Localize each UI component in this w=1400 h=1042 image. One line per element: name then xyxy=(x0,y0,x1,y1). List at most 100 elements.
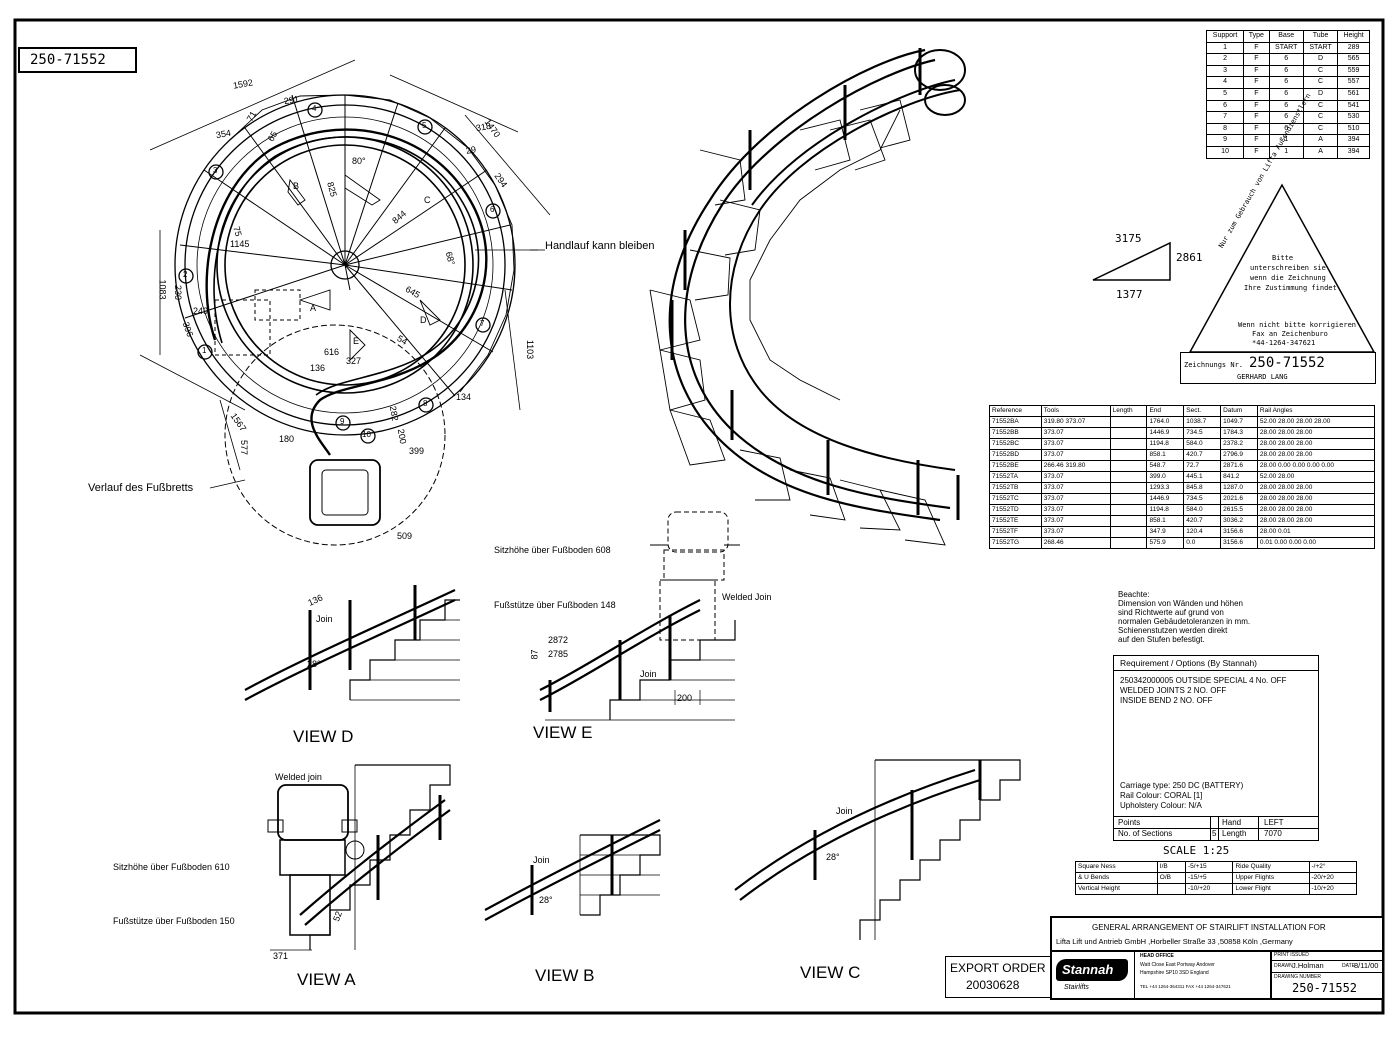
verlauf-label: Verlauf des Fußbretts xyxy=(88,482,194,494)
address-3: TEL +44 1264-364311 FAX +44 1264-347621 xyxy=(1140,984,1231,989)
handlauf-label: Handlauf kann bleiben xyxy=(545,240,655,252)
support-table-cell: 3 xyxy=(1205,64,1245,78)
rail-table-cell: 734.5 xyxy=(1183,427,1222,439)
rail-table-cell xyxy=(1109,449,1148,461)
support-table-cell: 559 xyxy=(1337,64,1370,78)
rail-table-cell: 858.1 xyxy=(1146,515,1185,527)
support-table-cell: A xyxy=(1302,145,1339,159)
support-table-cell: C xyxy=(1302,64,1339,78)
stannah-logo: Stannah xyxy=(1056,959,1128,981)
support-number-label: 6 xyxy=(490,205,495,214)
tolerance-table-cell: Square Ness xyxy=(1075,861,1158,873)
rail-table-cell: 28.00 28.00 28.00 xyxy=(1256,493,1376,505)
plan-dimension-label: 399 xyxy=(409,446,425,456)
beachte-line: auf den Stufen befestigt. xyxy=(1118,635,1205,644)
rail-table-cell: 28.00 28.00 28.00 xyxy=(1256,449,1376,461)
rail-colour: Rail Colour: CORAL [1] xyxy=(1120,791,1203,800)
rail-table-cell: 71552TG xyxy=(989,537,1042,549)
tolerance-table-cell: -20/+20 xyxy=(1308,872,1358,884)
rail-table-cell: 71552TE xyxy=(989,515,1042,527)
drawing-number-label: DRAWING NUMBER xyxy=(1274,974,1322,980)
rail-table-cell: 858.1 xyxy=(1146,449,1185,461)
rail-table-cell: 445.1 xyxy=(1183,471,1222,483)
zeichnung-box: Zeichnungs Nr. 250-71552 GERHARD LANG xyxy=(1180,352,1376,384)
tri-vertical-dim: 2861 xyxy=(1176,251,1203,264)
support-table-cell: C xyxy=(1302,111,1339,124)
rail-table-header-cell: Datum xyxy=(1220,405,1258,417)
plan-dimension-label: 1083 xyxy=(157,279,168,300)
rail-table-cell: 1764.0 xyxy=(1146,416,1185,428)
view-e-label: VIEW E xyxy=(533,723,593,742)
rail-table-cell: 2378.2 xyxy=(1220,438,1258,450)
rail-table-cell: 319.80 373.07 xyxy=(1040,416,1111,428)
rail-table-cell xyxy=(1109,504,1148,516)
support-number-label: 9 xyxy=(340,417,345,426)
rail-table-cell: 71552TA xyxy=(989,471,1042,483)
approval-korr-3: *44-1264-347621 xyxy=(1252,339,1316,347)
rail-table-cell: 347.9 xyxy=(1146,526,1185,538)
support-table-cell: F xyxy=(1243,122,1270,136)
drawing-number: 250-71552 xyxy=(30,52,106,68)
carriage-type: Carriage type: 250 DC (BATTERY) xyxy=(1120,781,1244,790)
rail-table-cell: 1038.7 xyxy=(1183,416,1222,428)
approval-korr-2: Fax an Zeichenburo xyxy=(1252,330,1328,338)
rail-table-cell: 2021.6 xyxy=(1220,493,1258,505)
upholstery-colour: Upholstery Colour: N/A xyxy=(1120,801,1202,810)
support-table-header-cell: Height xyxy=(1337,30,1370,43)
rail-table-cell: 71552TB xyxy=(989,482,1042,494)
beachte-line: normalen Gebäudetoleranzen in mm. xyxy=(1118,617,1251,626)
view-b-drawing xyxy=(484,819,661,921)
hand-label: Hand xyxy=(1222,818,1242,827)
rail-table-cell xyxy=(1109,515,1148,527)
rail-table-header-cell: End xyxy=(1146,405,1185,417)
rail-table-header-cell: Length xyxy=(1109,405,1148,417)
rail-table-cell: 373.07 xyxy=(1040,504,1111,516)
rail-table-header-cell: Rail Angles xyxy=(1256,405,1376,417)
rail-table-cell: 2871.6 xyxy=(1220,460,1258,472)
rail-table-cell: 28.00 28.00 28.00 xyxy=(1256,482,1376,494)
view-b-join: Join xyxy=(533,855,550,865)
support-table-cell: 530 xyxy=(1337,111,1370,124)
support-table-cell: D xyxy=(1302,53,1339,66)
tolerance-table-cell: Vertical Height xyxy=(1075,883,1158,895)
support-table-cell: F xyxy=(1243,87,1270,101)
rail-table-cell xyxy=(1109,427,1148,439)
support-number-label: 3 xyxy=(213,166,218,175)
support-table-cell: A xyxy=(1302,134,1339,147)
support-table-cell: 565 xyxy=(1337,53,1370,66)
rail-table-cell: 1446.9 xyxy=(1146,493,1185,505)
rail-table-cell: 2796.9 xyxy=(1220,449,1258,461)
support-table-cell: 561 xyxy=(1337,87,1370,101)
isometric-view xyxy=(649,48,966,546)
export-order-label: EXPORT ORDER xyxy=(950,961,1046,975)
plan-dimension-label: 577 xyxy=(239,439,250,456)
support-table-cell: START xyxy=(1268,41,1304,55)
rail-table-cell: 373.07 xyxy=(1040,471,1111,483)
address-1: Watt Close East Portway Andover xyxy=(1140,962,1215,968)
title-line-1: GENERAL ARRANGEMENT OF STAIRLIFT INSTALL… xyxy=(1092,923,1326,932)
approval-bitte-4: Ihre Zustimmung findet xyxy=(1244,284,1337,292)
head-office-label: HEAD OFFICE xyxy=(1140,953,1174,959)
plan-dimension-label: 1103 xyxy=(525,339,536,360)
view-e-2872: 2872 xyxy=(548,635,569,645)
support-table-cell: 1 xyxy=(1268,134,1304,147)
rail-table-cell xyxy=(1109,537,1148,549)
plan-dimension-label: 180 xyxy=(279,434,295,444)
rail-table-cell: 71552BC xyxy=(989,438,1042,450)
rail-table-cell: 420.7 xyxy=(1183,515,1222,527)
hand-value: LEFT xyxy=(1264,818,1284,827)
rail-table-cell: 28.00 0.01 xyxy=(1256,526,1376,538)
export-order-box: EXPORT ORDER 20030628 xyxy=(945,956,1051,998)
